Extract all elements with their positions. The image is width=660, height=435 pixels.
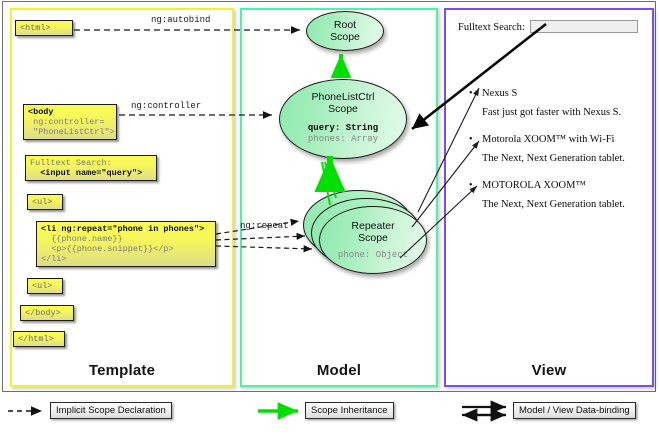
phone-snippet: Fast just got faster with Nexus S. [482, 107, 622, 118]
diagram-frame: Template Model Fulltext Search: •Nexus S… [2, 1, 656, 392]
phonelistctrl-scope-props: query: String phones: Array [280, 123, 406, 145]
body-open-tag-box: <body ng:controller= "PhoneListCtrl"> [23, 104, 117, 140]
view-pane-content: Fulltext Search: •Nexus S Fast just got … [446, 10, 652, 385]
legend-label-model-view-data-binding: Model / View Data-binding [513, 402, 636, 419]
template-column-label: Template [88, 362, 156, 379]
edge-label-ng-controller: ng:controller [131, 101, 202, 111]
repeater-scope-props: phone: Object [320, 250, 426, 261]
li-repeat-snippet-box: <li ng:repeat="phone in phones"> {{phone… [36, 221, 216, 267]
phone-list-item-0: •Nexus S Fast just got faster with Nexus… [469, 88, 622, 118]
fulltext-search-snippet-box: Fulltext Search: <input name="query"> [25, 155, 157, 181]
legend-bar: Implicit Scope Declaration Scope Inherit… [0, 394, 660, 435]
phone-snippet: The Next, Next Generation tablet. [482, 153, 625, 164]
html-open-tag-box: <html> [15, 20, 73, 36]
ul-close-tag-box: <ul> [27, 278, 63, 294]
phone-list-item-2: •MOTOROLA XOOM™ The Next, Next Generatio… [469, 180, 625, 210]
phone-name: •Nexus S [469, 88, 518, 99]
edge-label-ng-repeat: ng:repeat [240, 221, 289, 231]
model-column-label: Model [316, 362, 362, 379]
fulltext-search-label: Fulltext Search: [458, 22, 525, 33]
phone-name: •MOTOROLA XOOM™ [469, 180, 586, 191]
body-close-tag-box: </body> [20, 305, 74, 321]
scope-prop-query: query: String [307, 123, 379, 133]
legend-label-implicit-scope-declaration: Implicit Scope Declaration [50, 402, 172, 419]
bullet-icon: • [469, 134, 473, 145]
view-column-label: View [531, 362, 567, 379]
html-close-tag-box: </html> [13, 331, 65, 347]
phone-name: •Motorola XOOM™ with Wi-Fi [469, 134, 615, 145]
bullet-icon: • [469, 180, 473, 191]
edge-label-ng-autobind: ng:autobind [151, 15, 211, 25]
legend-label-scope-inheritance: Scope Inheritance [305, 402, 394, 419]
fulltext-search-input[interactable] [530, 20, 638, 33]
ul-open-tag-box: <ul> [27, 194, 63, 210]
phone-snippet: The Next, Next Generation tablet. [482, 199, 625, 210]
view-column: Fulltext Search: •Nexus S Fast just got … [444, 8, 654, 387]
scope-prop-phones: phones: Array [307, 134, 379, 144]
bullet-icon: • [469, 88, 473, 99]
legend-arrows [8, 400, 506, 422]
phone-list-item-1: •Motorola XOOM™ with Wi-Fi The Next, Nex… [469, 134, 625, 164]
scope-prop-phone: phone: Object [337, 250, 409, 260]
